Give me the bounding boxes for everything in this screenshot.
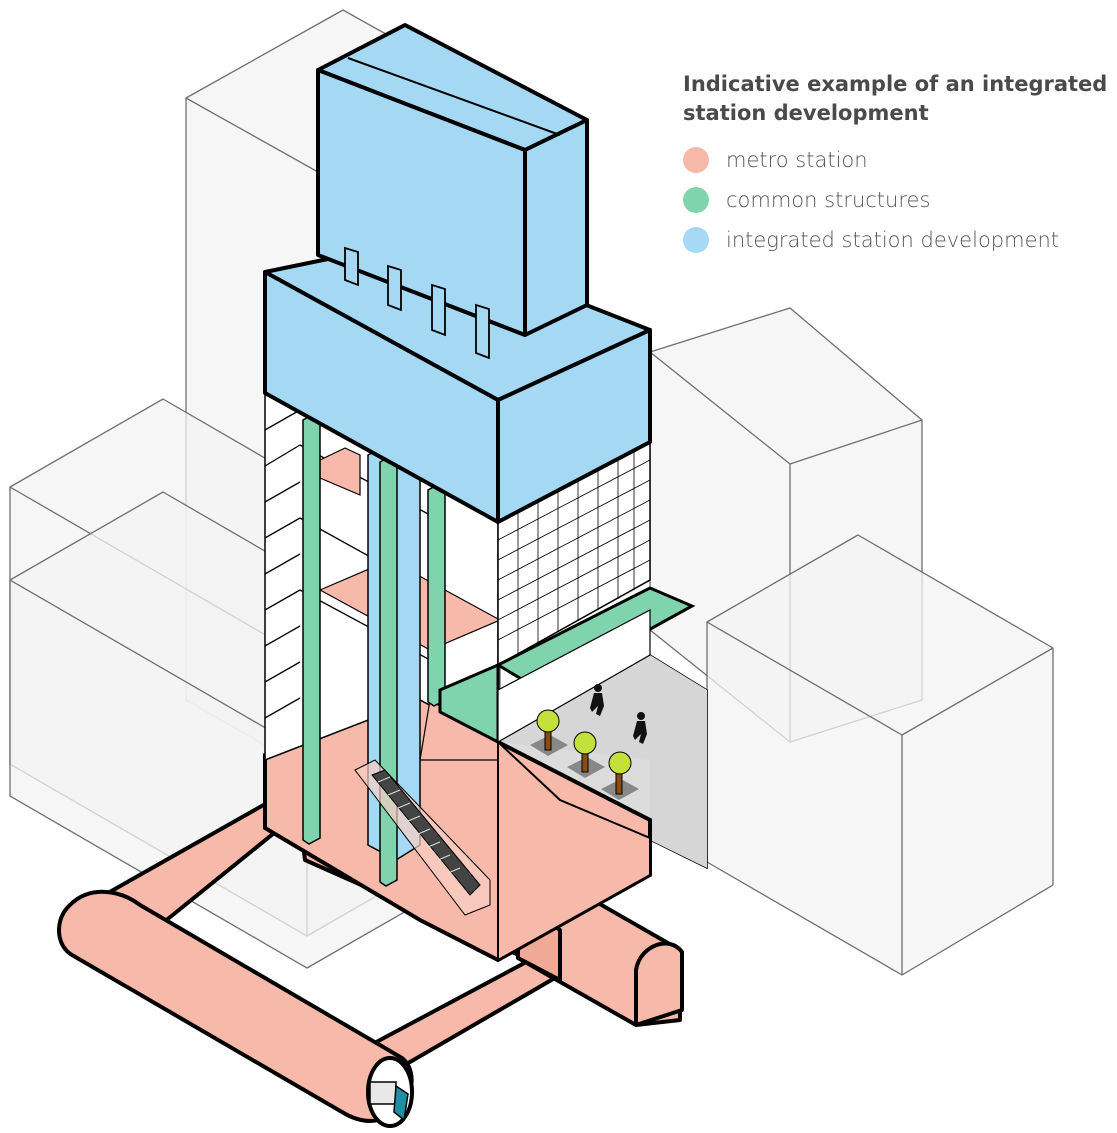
common-structures-swatch [683, 187, 709, 213]
legend-label: integrated station development [726, 228, 1060, 252]
development-upper-block [316, 23, 589, 337]
legend-item-common-structures: common structures [683, 180, 1113, 220]
legend: Indicative example of an integrated stat… [683, 70, 1113, 260]
development-podium [263, 238, 652, 524]
trees [530, 709, 639, 800]
upper-block-joint [347, 57, 561, 136]
legend-item-metro-station: metro station [683, 140, 1113, 180]
metro-right-block [497, 739, 651, 962]
metro-station-swatch [683, 147, 709, 173]
legend-label: common structures [726, 188, 931, 212]
legend-label: metro station [726, 148, 868, 172]
facade-grid-lines [497, 448, 651, 654]
support-legs [344, 246, 490, 360]
integrated-station-development-swatch [683, 227, 709, 253]
plaza-surface [498, 655, 707, 868]
legend-title: Indicative example of an integrated stat… [683, 72, 1108, 125]
ground-floor-glazing [497, 609, 651, 744]
pedestrians [590, 684, 647, 744]
escalator [354, 759, 491, 916]
tunnel-portal [366, 1056, 414, 1128]
legend-item-integrated-station-development: integrated station development [683, 220, 1113, 260]
